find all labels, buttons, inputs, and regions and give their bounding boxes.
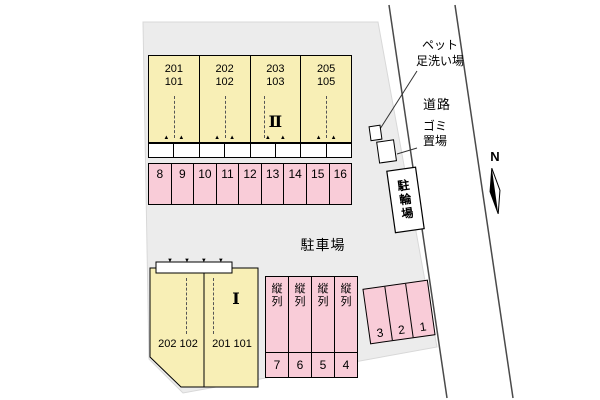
entrance-marks: ▲▲ [264, 135, 295, 141]
garbage-station [376, 139, 398, 164]
compass-needle-icon [489, 168, 501, 214]
unit-number-label: 202 102 [215, 63, 234, 88]
building-1-name: Ⅰ [232, 289, 240, 308]
parking-stall: 10 [193, 164, 216, 204]
bicycle-parking-box [386, 166, 425, 234]
entrance-marks: ▼▼▼▼ [167, 258, 235, 264]
tandem-stall-label: 縦 列 [340, 283, 352, 308]
parking-stall: 12 [238, 164, 261, 204]
parking-stall-number: 1 [418, 319, 428, 335]
parking-row: 8 9 10 11 12 13 14 15 16 [148, 163, 352, 205]
tandem-stall: 縦 列 6 [288, 277, 311, 377]
tandem-stall-label: 縦 列 [317, 283, 329, 308]
approach-dashed-line [173, 96, 175, 138]
tandem-stall-number: 6 [289, 352, 311, 377]
garbage-pointer-line [396, 147, 418, 155]
unit-number-label: 205 105 [316, 63, 336, 88]
unit-number-label: 202 102 [158, 338, 198, 350]
parking-stall: 14 [283, 164, 306, 204]
tandem-stall-number: 4 [335, 352, 357, 377]
parking-stall: 16 [328, 164, 352, 204]
building-2: 201 101 ▲▲ 202 102 ▲▲ 203 103 Ⅱ ▲▲ 205 1… [148, 55, 352, 143]
approach-dashed-line [186, 278, 187, 334]
tandem-stall-label: 縦 列 [271, 283, 283, 308]
building-2-unit: 203 103 Ⅱ ▲▲ [249, 56, 301, 142]
approach-dashed-line [326, 96, 328, 138]
approach-dashed-line [224, 96, 226, 138]
parking-stall: 15 [305, 164, 329, 204]
tandem-stall-number: 7 [266, 352, 288, 377]
entrance-marks: ▲▲ [163, 135, 194, 141]
parking-lot-label: 駐車場 [300, 237, 346, 253]
building-2-unit: 201 101 ▲▲ [149, 56, 199, 142]
approach-dashed-line [264, 96, 266, 138]
garbage-label: ゴミ 置場 [422, 119, 447, 148]
parking-stall-number: 2 [397, 322, 406, 338]
unit-number-label: 203 103 [266, 63, 285, 88]
tandem-stall-label: 縦 列 [294, 283, 306, 308]
entrance-marks: ▲▲ [214, 135, 245, 141]
tandem-stall: 縦 列 7 [266, 277, 288, 377]
tandem-stall: 縦 列 5 [311, 277, 334, 377]
entrance-marks: ▲▲ [315, 135, 346, 141]
building-1-entrance-porch [155, 261, 233, 274]
building-2-name: Ⅱ [268, 112, 283, 131]
pet-wash-label: ペット 足洗い場 [415, 38, 464, 68]
parking-stall: 8 [156, 167, 164, 181]
pet-wash-pointer-line [379, 70, 418, 130]
unit-number-label: 201 101 [164, 63, 184, 88]
pet-wash-station [368, 124, 383, 142]
tandem-parking-group: 縦 列 7 縦 列 6 縦 列 5 縦 列 4 [265, 276, 358, 378]
road-label: 道路 [423, 97, 452, 112]
unit-number-label: 201 101 [212, 338, 252, 350]
compass-north-label: N [490, 149, 500, 164]
approach-dashed-line [213, 278, 214, 334]
parking-stall: 13 [260, 164, 284, 204]
building-2-unit: 202 102 ▲▲ [198, 56, 250, 142]
parking-stall: 9 [170, 164, 194, 204]
parking-stall-number: 3 [375, 325, 385, 341]
parking-stall: 11 [215, 164, 239, 204]
tandem-stall: 縦 列 4 [334, 277, 357, 377]
tandem-stall-number: 5 [312, 352, 334, 377]
building-2-balcony-band [148, 143, 352, 158]
building-2-unit: 205 105 ▲▲ [300, 56, 351, 142]
side-parking-group: 3 2 1 [362, 279, 436, 345]
road-line-far [454, 4, 514, 399]
